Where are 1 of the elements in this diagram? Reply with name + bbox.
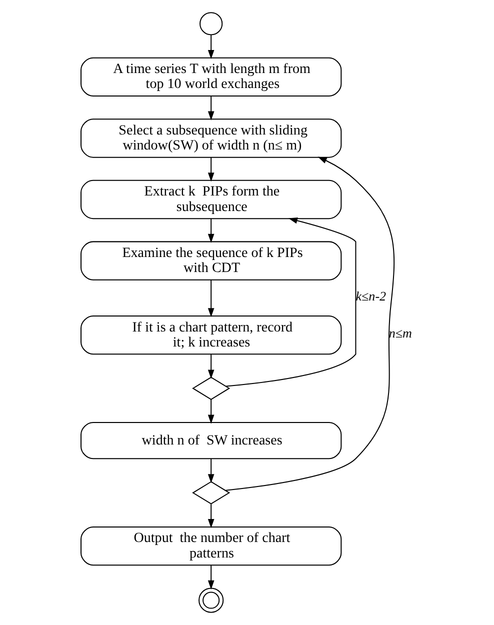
edge-label: k≤n-2 bbox=[355, 288, 386, 304]
